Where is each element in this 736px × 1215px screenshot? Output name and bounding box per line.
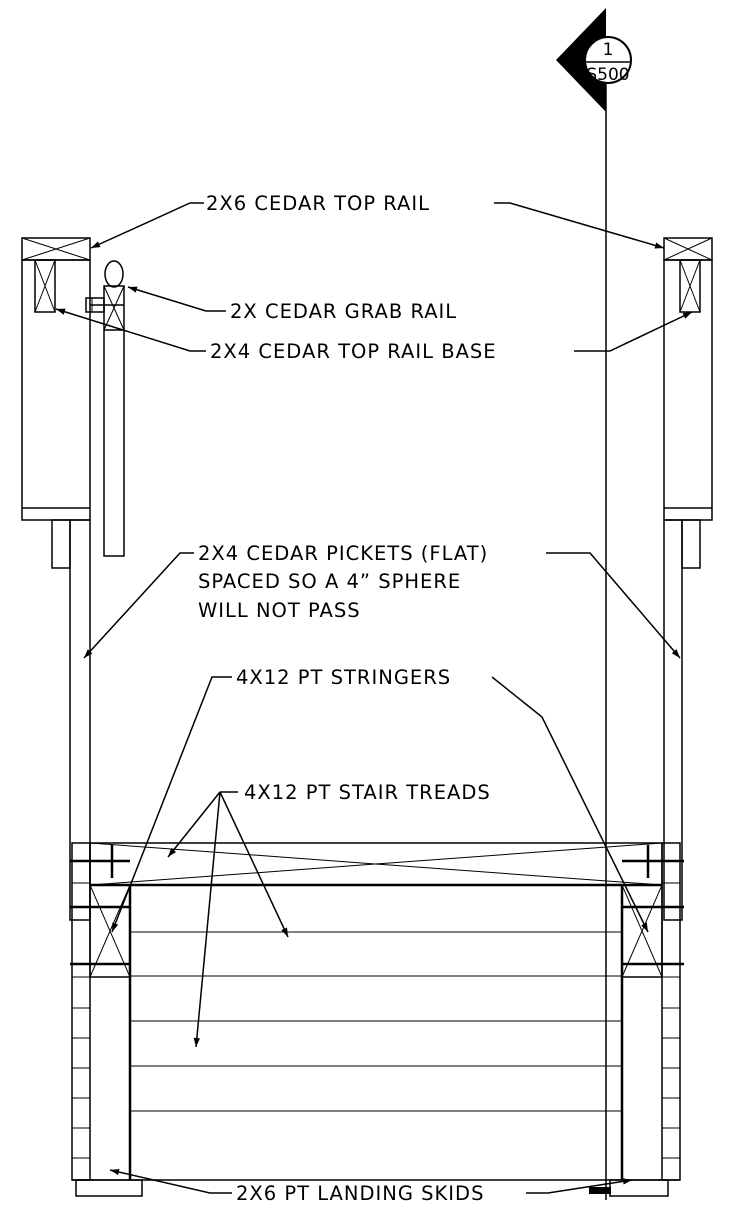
left-guardrail [21,237,91,921]
section-number: 1 [603,40,614,60]
section-arrow-icon [556,8,606,112]
left-picket [69,519,91,921]
stair-tread-lines [130,931,622,1112]
label-grab-rail: 2X CEDAR GRAB RAIL [230,300,457,323]
label-top-rail-base: 2X4 CEDAR TOP RAIL BASE [210,340,497,363]
section-bubble [584,36,632,84]
label-pickets-line2: SPACED SO A 4” SPHERE [198,570,461,593]
section-cut-marker: 1 S500 [556,8,632,1200]
right-landing-skid [609,1179,669,1197]
label-top-rail: 2X6 CEDAR TOP RAIL [206,192,430,215]
label-landing-skids: 2X6 PT LANDING SKIDS [236,1182,484,1205]
stair-assembly [70,842,684,1197]
grab-rail-board [103,285,125,557]
left-post [21,259,91,521]
through-bolts [70,845,684,966]
right-guardrail [663,237,713,921]
right-picket [663,519,683,921]
label-pickets-line1: 2X4 CEDAR PICKETS (FLAT) [198,542,488,565]
right-post [663,259,713,521]
grab-rail [85,260,125,557]
label-stair-treads: 4X12 PT STAIR TREADS [244,781,491,804]
left-blocking [71,842,91,1181]
left-landing-skid [75,1179,143,1197]
label-stringers: 4X12 PT STRINGERS [236,666,451,689]
label-pickets-line3: WILL NOT PASS [198,599,361,622]
section-sheet: S500 [586,65,629,85]
section-cut-end-mark [589,1187,611,1194]
